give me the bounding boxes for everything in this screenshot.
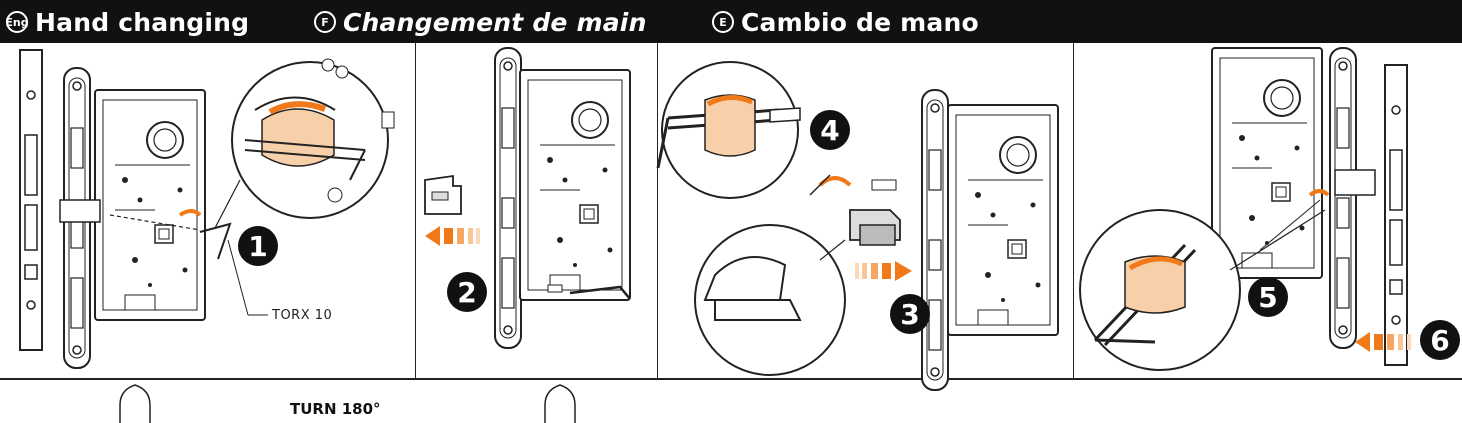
header-french: F Changement de main <box>314 6 647 38</box>
turn-180-label: TURN 180° <box>290 400 381 418</box>
spanish-language-badge: E <box>712 11 734 33</box>
panel-step-1 <box>0 43 416 378</box>
step-6-badge: 6 <box>1420 320 1460 360</box>
bottom-divider <box>0 378 1462 380</box>
step-1-badge: 1 <box>238 226 278 266</box>
french-language-badge: F <box>314 11 336 33</box>
step-2-badge: 2 <box>447 272 487 312</box>
header-bar: Eng Hand changing F Changement de main E… <box>0 0 1462 43</box>
spanish-title: Cambio de mano <box>741 7 979 37</box>
torx-callout: TORX 10 <box>272 308 333 323</box>
english-language-badge: Eng <box>5 11 29 33</box>
step-5-badge: 5 <box>1248 277 1288 317</box>
step-3-badge: 3 <box>890 294 930 334</box>
english-title: Hand changing <box>35 7 250 37</box>
panel-step-2 <box>416 43 658 378</box>
panel-step-3-4 <box>658 43 1074 378</box>
french-title: Changement de main <box>343 7 647 37</box>
header-spanish: E Cambio de mano <box>712 6 979 38</box>
step-4-badge: 4 <box>810 110 850 150</box>
header-english: Eng Hand changing <box>5 6 250 38</box>
